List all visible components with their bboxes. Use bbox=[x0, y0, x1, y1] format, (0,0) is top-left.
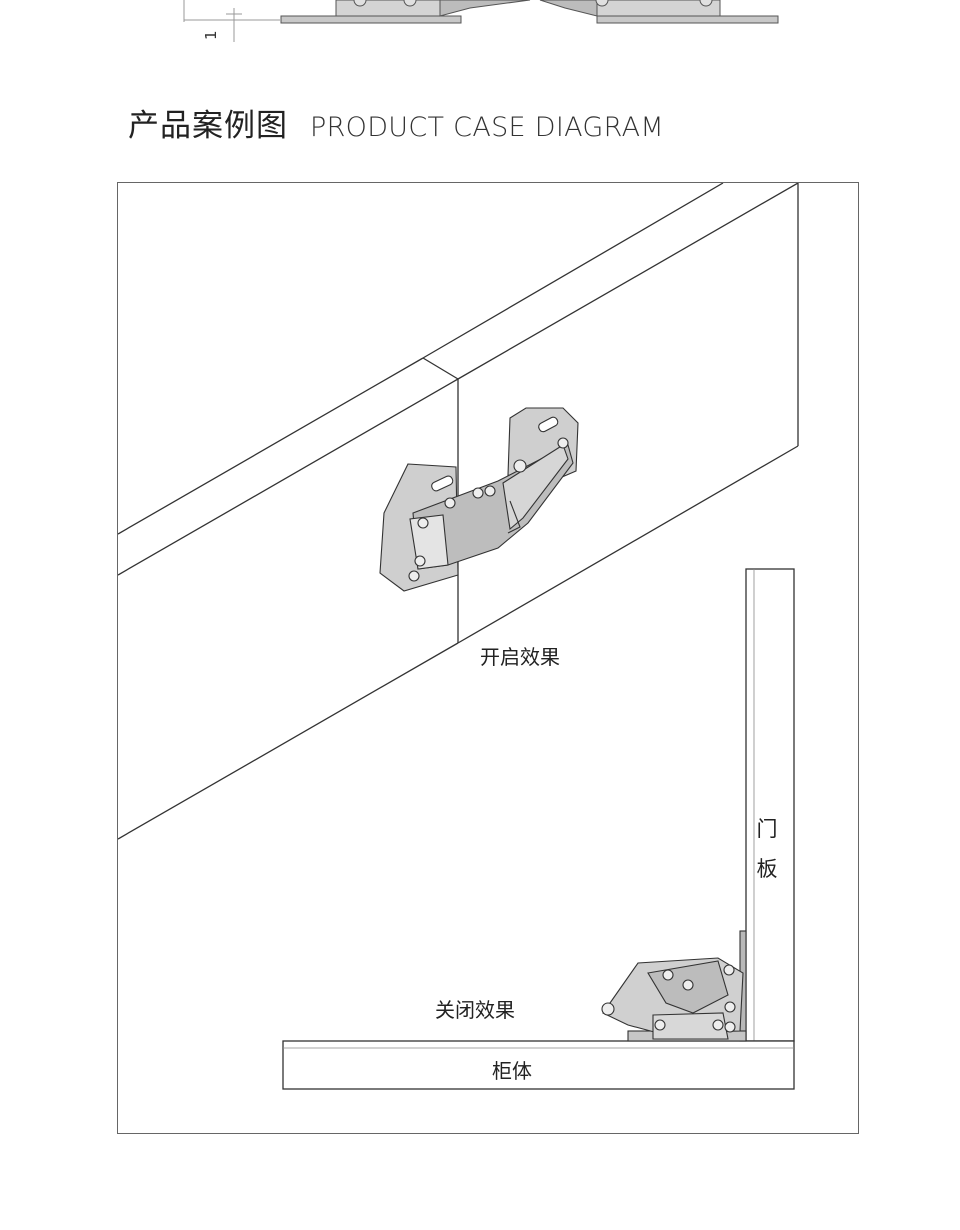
section-title-cn: 产品案例图 bbox=[128, 108, 288, 144]
left-board-top-back-edge bbox=[118, 378, 459, 576]
section-title-en: PRODUCT CASE DIAGRAM bbox=[310, 112, 664, 143]
screw-icon bbox=[712, 1019, 724, 1031]
screw-icon bbox=[472, 487, 484, 499]
screw-icon bbox=[654, 1019, 666, 1031]
label-closed-effect: 关闭效果 bbox=[435, 998, 515, 1022]
hinge-link bbox=[502, 444, 569, 531]
top-technical-drawing: 1 bbox=[0, 0, 960, 60]
left-board-top-edge bbox=[118, 357, 424, 535]
label-open-effect: 开启效果 bbox=[480, 645, 560, 669]
screw-icon bbox=[417, 517, 429, 529]
dimension-lines bbox=[183, 0, 280, 42]
screw-icon bbox=[601, 1002, 615, 1016]
left-board-bottom-edge bbox=[118, 642, 459, 840]
hinge-base-top-view bbox=[280, 0, 779, 24]
screw-icon bbox=[723, 964, 735, 976]
screw-icon bbox=[484, 485, 496, 497]
label-cabinet-body: 柜体 bbox=[492, 1059, 532, 1083]
dimension-value: 1 bbox=[202, 30, 220, 40]
screw-icon bbox=[513, 459, 527, 473]
open-hinge bbox=[379, 407, 579, 592]
door-panel bbox=[745, 568, 795, 1042]
cabinet-body bbox=[282, 1040, 795, 1090]
hinge-slot-left bbox=[431, 475, 454, 492]
screw-icon bbox=[724, 1001, 736, 1013]
right-board-top-edge bbox=[422, 183, 724, 359]
section-header: 产品案例图 PRODUCT CASE DIAGRAM bbox=[128, 100, 664, 144]
screw-icon bbox=[444, 497, 456, 509]
hinge-slot-right bbox=[538, 416, 559, 433]
screw-icon bbox=[724, 1021, 736, 1033]
screw-icon bbox=[557, 437, 569, 449]
closed-hinge-mount bbox=[652, 1012, 729, 1040]
product-case-diagram: 开启效果 关闭效果 柜体 门板 bbox=[117, 182, 859, 1134]
closed-hinge bbox=[601, 930, 747, 1042]
screw-icon bbox=[408, 570, 420, 582]
screw-icon bbox=[662, 969, 674, 981]
right-board-bottom-edge bbox=[457, 445, 799, 644]
closed-state bbox=[282, 568, 795, 1090]
screw-icon bbox=[414, 555, 426, 567]
right-board-top-back-edge bbox=[457, 183, 799, 380]
screw-icon bbox=[682, 979, 694, 991]
label-door-panel: 门板 bbox=[756, 817, 778, 881]
